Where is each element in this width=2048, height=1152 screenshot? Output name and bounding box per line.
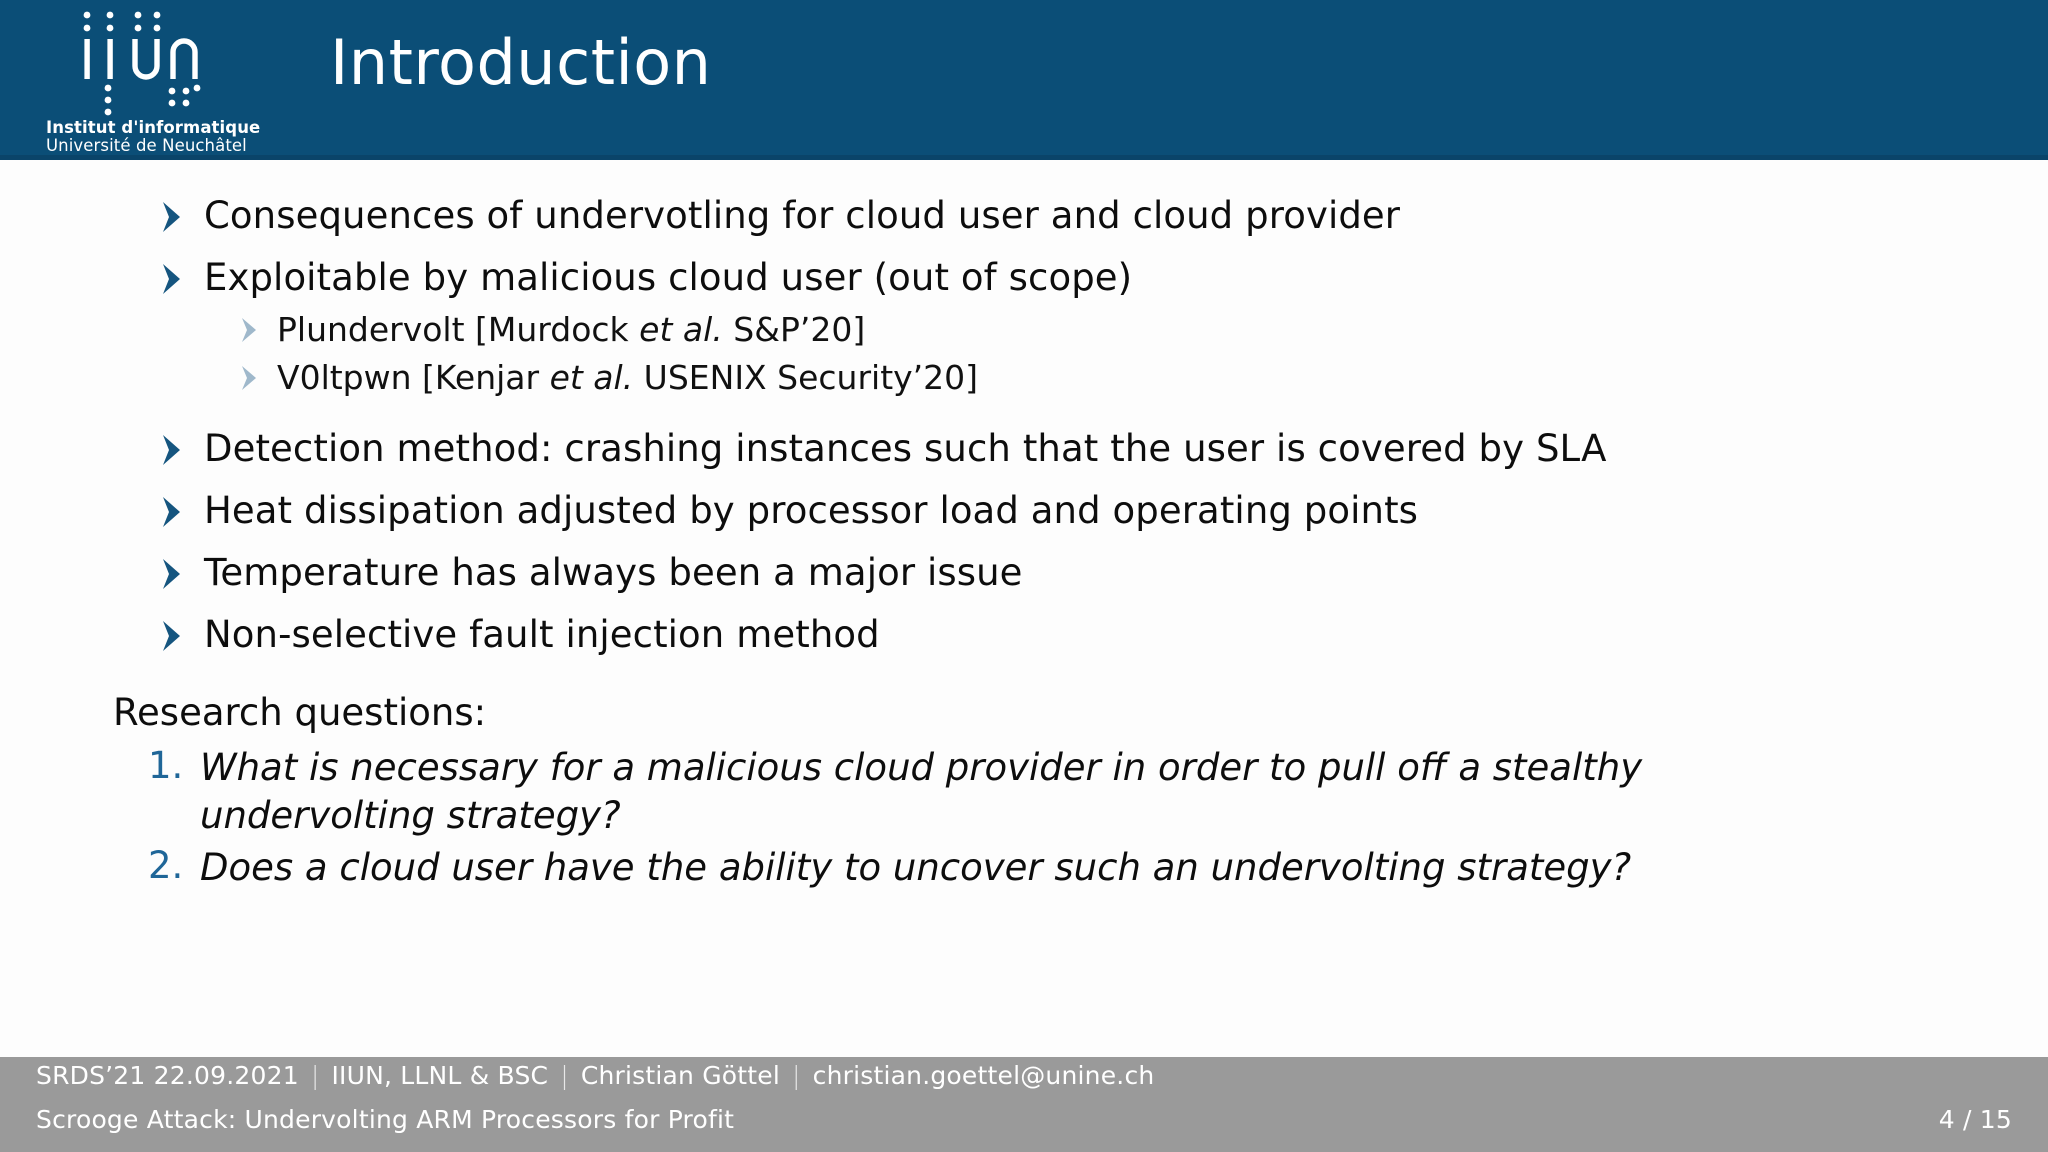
bullet-item: Non-selective fault injection method [0,609,2048,665]
chevron-bullet-icon [160,433,186,467]
slide-content: Consequences of undervotling for cloud u… [0,160,2048,1152]
bullet-item: Detection method: crashing instances suc… [0,423,2048,479]
institution-name: Institut d'informatique Université de Ne… [46,118,261,156]
footer-conference: SRDS’21 22.09.2021 [36,1060,299,1090]
footer-page-number: 4 / 15 [1938,1104,2012,1134]
sub-bullet-item: V0ltpwn [Kenjar et al. USENIX Security’2… [0,356,2048,403]
bullet-item: Exploitable by malicious cloud user (out… [0,252,2048,308]
chevron-subbullet-icon [240,316,261,344]
question-number: 2. [148,844,184,888]
question-text: Does a cloud user have the ability to un… [200,846,1632,890]
bullet-text: Heat dissipation adjusted by processor l… [204,489,1419,532]
bullet-text: Temperature has always been a major issu… [204,551,1023,594]
sub-bullet-item: Plundervolt [Murdock et al. S&P’20] [0,308,2048,355]
citation-suffix: USENIX Security’20] [633,358,979,397]
citation-et-al: et al. [549,358,634,397]
bullet-text: Non-selective fault injection method [204,613,880,656]
sub-bullet-text: Plundervolt [Murdock et al. S&P’20] [277,308,865,352]
citation-et-al: et al. [639,310,723,349]
chevron-bullet-icon [160,557,186,591]
bullet-text: Consequences of undervotling for cloud u… [204,194,1401,237]
header-accent-line [0,155,2048,160]
question-number: 1. [148,744,184,787]
sub-bullet-text: V0ltpwn [Kenjar et al. USENIX Security’2… [277,356,978,400]
chevron-bullet-icon [160,262,186,296]
citation-prefix: Plundervolt [Murdock [277,310,640,349]
institution-line-1: Institut d'informatique [46,118,261,137]
bullet-list: Consequences of undervotling for cloud u… [0,190,2048,896]
bullet-text: Exploitable by malicious cloud user (out… [204,256,1133,299]
citation-suffix: S&P’20] [722,310,866,349]
bullet-item: Heat dissipation adjusted by processor l… [0,485,2048,541]
research-questions-label: Research questions: [113,691,487,734]
chevron-bullet-icon [160,495,186,529]
research-question-item: 1. What is necessary for a malicious clo… [0,744,2048,840]
slide-header: Institut d'informatique Université de Ne… [0,0,2048,160]
bullet-item: Consequences of undervotling for cloud u… [0,190,2048,246]
footer-email: christian.goettel@unine.ch [812,1060,1155,1090]
institution-line-2: Université de Neuchâtel [46,136,247,156]
research-question-item: 2. Does a cloud user have the ability to… [0,844,2048,892]
footer-meta-row: SRDS’21 22.09.2021 | IIUN, LLNL & BSC | … [0,1061,2048,1105]
slide-title: Introduction [330,26,712,99]
bullet-text: Detection method: crashing instances suc… [204,427,1607,470]
slide-footer: SRDS’21 22.09.2021 | IIUN, LLNL & BSC | … [0,1057,2048,1152]
iiun-logo-icon [60,6,220,118]
chevron-bullet-icon [160,200,186,234]
chevron-subbullet-icon [240,364,261,392]
footer-affiliation: IIUN, LLNL & BSC [331,1060,549,1090]
citation-prefix: V0ltpwn [Kenjar [277,358,550,397]
institution-logo: Institut d'informatique Université de Ne… [44,6,261,156]
footer-paper-title: Scrooge Attack: Undervolting ARM Process… [36,1104,735,1134]
footer-author: Christian Göttel [580,1060,781,1090]
question-text: What is necessary for a malicious cloud … [200,746,1643,838]
footer-separator: | [560,1060,569,1090]
footer-separator: | [792,1060,801,1090]
footer-separator: | [310,1060,320,1090]
chevron-bullet-icon [160,619,186,653]
footer-title-row: Scrooge Attack: Undervolting ARM Process… [0,1105,2048,1149]
bullet-item: Temperature has always been a major issu… [0,547,2048,603]
